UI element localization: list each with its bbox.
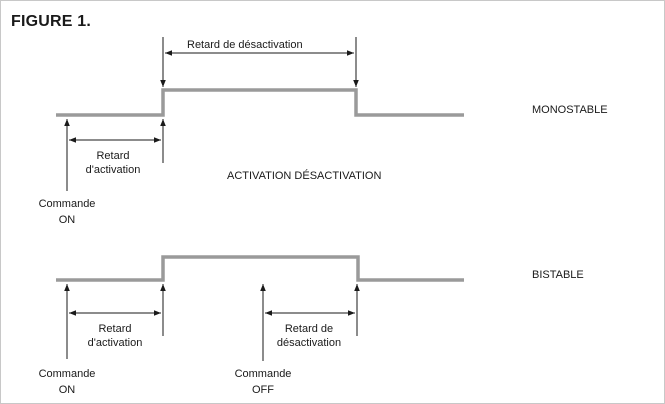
bistable-command-on-label-line2: ON [58, 384, 76, 396]
activation-deactivation-caption: ACTIVATION DÉSACTIVATION [227, 170, 382, 182]
monostable-activation-delay-label-line1: Retard [96, 150, 130, 162]
bistable-command-off-label-line1: Commande [234, 368, 292, 380]
monostable-mode-label: MONOSTABLE [532, 104, 608, 116]
bistable-signal-waveform [56, 255, 464, 282]
bistable-command-on-label-line1: Commande [38, 368, 96, 380]
bistable-deactivation-delay-label-line2: désactivation [276, 337, 342, 349]
bistable-command-off-label-line2: OFF [252, 384, 274, 396]
bistable-mode-label: BISTABLE [532, 269, 584, 281]
monostable-command-on-label-line1: Commande [38, 198, 96, 210]
monostable-signal-waveform [56, 88, 464, 117]
monostable-command-on-label-line2: ON [58, 214, 76, 226]
monostable-deactivation-delay-label: Retard de désactivation [187, 39, 303, 51]
bistable-activation-delay-label-line2: d'activation [87, 337, 143, 349]
figure-title: FIGURE 1. [11, 13, 92, 30]
bistable-activation-delay-label-line1: Retard [98, 323, 132, 335]
monostable-activation-delay-label-line2: d'activation [85, 164, 141, 176]
bistable-deactivation-delay-label-line1: Retard de [284, 323, 334, 335]
